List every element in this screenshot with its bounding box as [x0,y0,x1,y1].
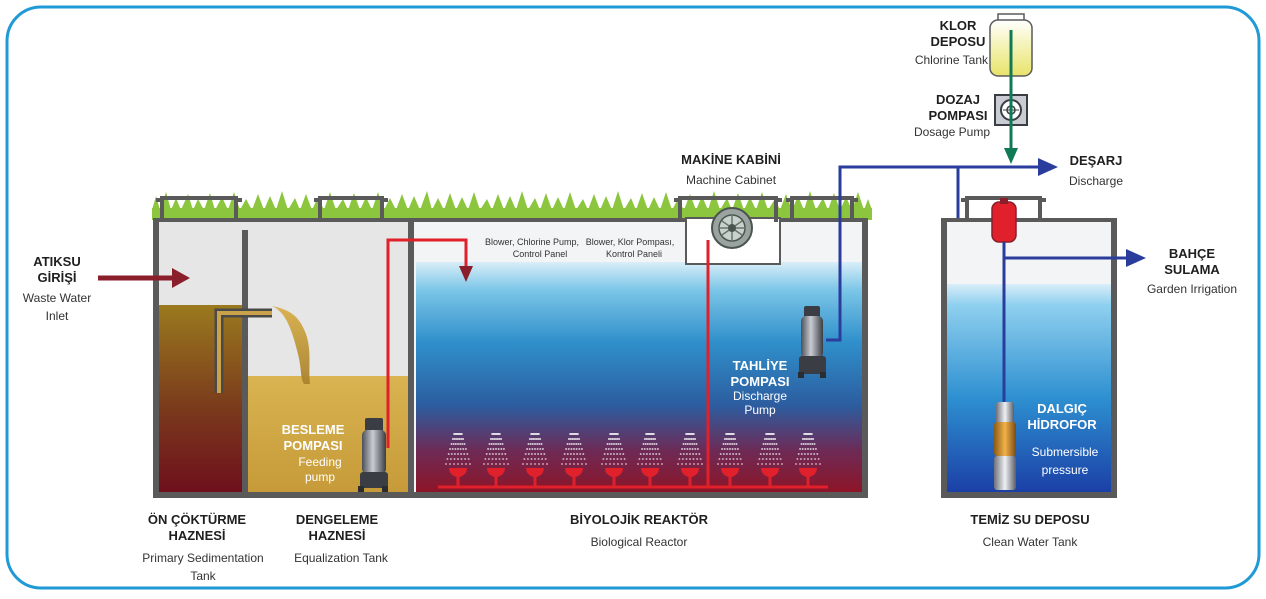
chlorine-tank-label-tr-2: DEPOSU [931,34,986,49]
machine-cabinet-label-tr: MAKİNE KABİNİ [681,152,781,167]
reactor-label-tr: BİYOLOJİK REAKTÖR [570,512,709,527]
diffuser-icon [483,433,509,486]
diffuser-icon [637,433,663,486]
garden-irrigation-label-tr-1: BAHÇE [1169,246,1216,261]
primary-tank-label-en-1: Primary Sedimentation [142,551,263,565]
diffuser-icon [445,433,471,486]
air-supply-line [438,240,828,489]
blower-note-en-1: Blower, Chlorine Pump, [485,237,579,247]
waste-water-inlet-label-en-1: Waste Water [23,291,91,305]
primary-tank-label-en-2: Tank [190,569,216,583]
clean-tank-label-tr: TEMİZ SU DEPOSU [970,512,1089,527]
blower-note-tr-2: Kontrol Paneli [606,249,662,259]
garden-irrigation-label-tr-2: SULAMA [1164,262,1220,277]
dosage-pump-label-tr-1: DOZAJ [936,92,980,107]
blower-note-tr-1: Blower, Klor Pompası, [586,237,675,247]
equalization-tank-label-tr-1: DENGELEME [296,512,379,527]
diffuser-icon [561,433,587,486]
discharge-pump-icon [798,306,826,378]
clean-water-tank [941,196,1117,498]
garden-irrigation-label-en: Garden Irrigation [1147,282,1237,296]
feeding-pump-label-tr-2: POMPASI [284,438,343,453]
diffuser-icon [601,433,627,486]
discharge-pump-label-en-1: Discharge [733,389,787,403]
submersible-pump-icon [994,402,1016,490]
tank-roof-left [153,218,408,222]
manhole-left-1 [156,196,242,222]
blower-icon [711,207,753,249]
discharge-pump-label-tr-1: TAHLİYE [733,358,788,373]
tank-floor-left [153,492,414,498]
discharge-arrow [1038,158,1058,176]
diffuser-array [445,433,821,486]
diffuser-icon [757,433,783,486]
chlorine-tank-label-tr-1: KLOR [940,18,977,33]
clean-tank-label-en: Clean Water Tank [983,535,1079,549]
waste-water-inlet-label-en-2: Inlet [46,309,69,323]
biological-reactor-tank [414,218,868,498]
discharge-label-tr: DEŞARJ [1070,153,1123,168]
irrigation-arrow [1126,249,1146,267]
equalization-tank-label-tr-2: HAZNESİ [308,528,365,543]
blower-note-en-2: Control Panel [513,249,568,259]
feeding-pump-icon [358,418,388,492]
primary-tank-label-tr-1: ÖN ÇÖKTÜRME [148,512,247,527]
feeding-pump-label-tr-1: BESLEME [282,422,345,437]
dosage-pump-label-tr-2: POMPASI [929,108,988,123]
discharge-pump-label-tr-2: POMPASI [731,374,790,389]
submersible-pump-label-tr-2: HİDROFOR [1027,417,1097,432]
equalization-tank-label-en: Equalization Tank [294,551,389,565]
discharge-pump-label-en-2: Pump [744,403,776,417]
primary-sedimentation-tank [153,218,248,498]
waste-water-inlet-label-tr-1: ATIKSU [33,254,80,269]
submersible-pump-label-tr-1: DALGIÇ [1037,401,1087,416]
diffuser-icon [717,433,743,486]
overflow-pipe [214,306,310,393]
irrigation-pipe [1002,242,1128,402]
machine-cabinet-label-en: Machine Cabinet [686,173,777,187]
submersible-pump-label-en-2: pressure [1042,463,1089,477]
feeding-pump-label-en-1: Feeding [298,455,341,469]
diffuser-icon [795,433,821,486]
chlorine-dosing-line [1004,30,1018,164]
waste-water-inlet-arrow [98,268,190,288]
manhole-left-2 [314,196,388,222]
diffuser-icon [522,433,548,486]
chlorine-tank-label-en: Chlorine Tank [915,53,989,67]
manhole-reactor-2 [786,196,858,222]
feeding-pump-label-en-2: pump [305,470,335,484]
diffuser-icon [677,433,703,486]
dosage-pump-label-en: Dosage Pump [914,125,990,139]
discharge-label-en: Discharge [1069,174,1123,188]
submersible-pump-label-en-1: Submersible [1032,445,1099,459]
primary-tank-label-tr-2: HAZNESİ [168,528,225,543]
pressure-tank-icon [991,198,1017,243]
reactor-label-en: Biological Reactor [591,535,688,549]
waste-water-inlet-label-tr-2: GİRİŞİ [37,270,76,285]
feed-pipe [386,238,473,448]
